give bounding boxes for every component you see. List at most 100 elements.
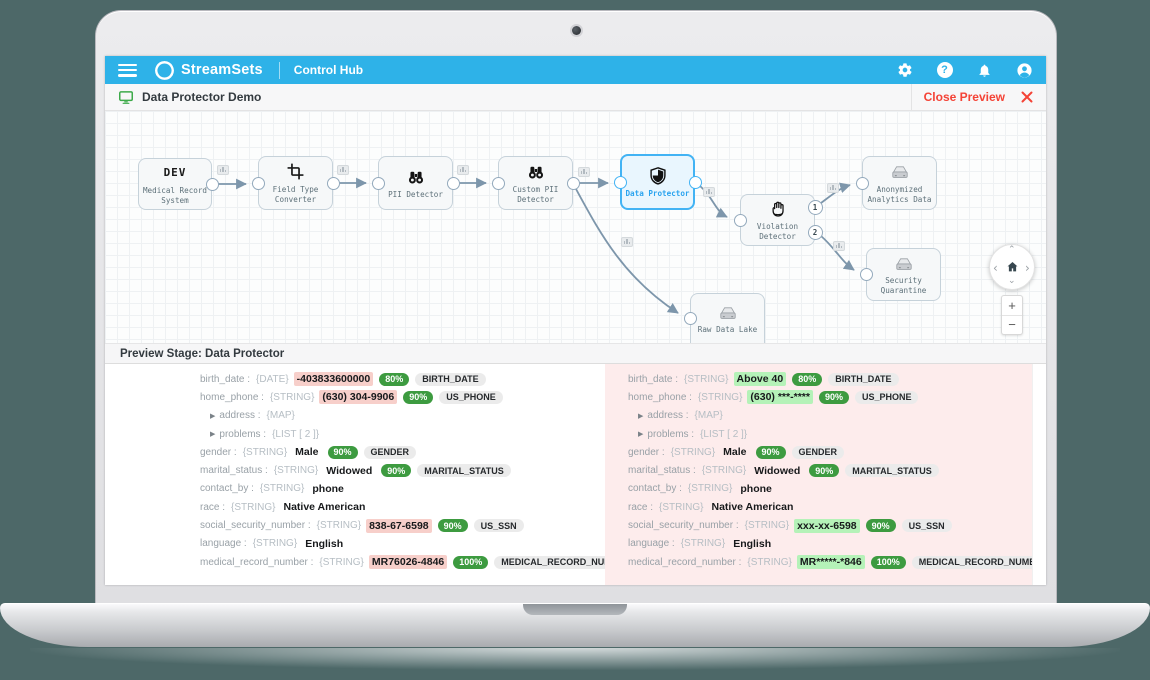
input-port[interactable] <box>613 175 627 189</box>
input-port[interactable] <box>859 267 873 281</box>
classification-badge: MEDICAL_RECORD_NUMBER <box>911 555 1032 569</box>
top-navigation-bar: StreamSets Control Hub ? <box>105 56 1046 84</box>
field-type: {MAP} <box>694 410 723 422</box>
confidence-badge: 90% <box>437 519 468 533</box>
node-custom-pii-detector[interactable]: Custom PII Detector <box>498 156 573 210</box>
field-type: {STRING} <box>744 520 790 532</box>
confidence-badge: 100% <box>870 555 906 569</box>
home-icon[interactable] <box>1005 260 1020 274</box>
field-type: {STRING} <box>242 446 288 458</box>
record-field-row: ▶address :{MAP} <box>105 407 605 425</box>
node-security-quarantine[interactable]: Security Quarantine <box>866 248 941 301</box>
expand-arrow-icon[interactable]: ▶ <box>210 431 216 439</box>
gear-icon[interactable] <box>896 62 913 79</box>
expand-arrow-icon[interactable]: ▶ <box>210 412 216 420</box>
confidence-badge: 90% <box>809 464 840 478</box>
output-port[interactable] <box>205 177 219 191</box>
pan-right-chevron-icon[interactable]: › <box>1025 261 1030 275</box>
record-field-row: ▶address : {MAP} <box>605 407 1032 425</box>
output-port[interactable] <box>326 176 340 190</box>
pipeline-canvas[interactable]: DEV Medical Record System Field Type Con… <box>105 111 1046 343</box>
classification-badge: US_SSN <box>473 519 524 533</box>
pan-down-chevron-icon[interactable]: ⌄ <box>1008 276 1016 286</box>
confidence-badge: 80% <box>792 372 823 386</box>
laptop-base-notch <box>523 604 627 615</box>
node-violation-detector[interactable]: Violation Detector <box>740 194 815 246</box>
input-port[interactable] <box>371 176 385 190</box>
expand-arrow-icon[interactable]: ▶ <box>638 412 644 420</box>
preview-scrollbar[interactable] <box>1032 364 1046 585</box>
pan-left-chevron-icon[interactable]: ‹ <box>993 261 998 275</box>
confidence-badge: 90% <box>818 390 849 404</box>
node-pii-detector[interactable]: PII Detector <box>378 156 453 210</box>
edge-metrics-badge[interactable] <box>833 241 845 251</box>
field-type: {STRING} <box>684 373 729 385</box>
monitor-icon <box>119 90 133 104</box>
input-port[interactable] <box>855 176 869 190</box>
port-number: 2 <box>812 227 818 237</box>
field-type: {STRING} <box>319 556 364 568</box>
confidence-badge: 90% <box>403 390 434 404</box>
edge-metrics-badge[interactable] <box>827 183 839 193</box>
input-port[interactable] <box>251 176 265 190</box>
zoom-out-button[interactable]: − <box>1008 317 1016 333</box>
edge-metrics-badge[interactable] <box>217 165 229 175</box>
output-port[interactable] <box>688 175 702 189</box>
field-type: {STRING} <box>269 391 315 403</box>
edge-metrics-badge[interactable] <box>457 165 469 175</box>
canvas-navigator[interactable] <box>989 244 1035 290</box>
field-type: {STRING} <box>747 556 792 568</box>
input-port[interactable] <box>683 311 697 325</box>
field-type: {LIST [ 2 ]} <box>272 428 320 440</box>
record-field-row: race :{STRING}Native American <box>605 498 1032 516</box>
edge-metrics-badge[interactable] <box>578 167 590 177</box>
classification-badge: GENDER <box>363 445 417 459</box>
field-type: {STRING} <box>273 465 319 477</box>
close-preview-button[interactable]: Close Preview <box>923 90 1005 104</box>
field-name: contact_by : <box>628 483 682 495</box>
input-port[interactable] <box>733 213 747 227</box>
pipeline-edges-svg <box>218 177 855 314</box>
confidence-badge: 90% <box>755 445 786 459</box>
field-value: Male <box>723 446 747 459</box>
classification-badge: BIRTH_DATE <box>828 372 899 386</box>
output-port-1[interactable]: 1 <box>807 199 823 215</box>
subheader-divider <box>910 83 912 111</box>
field-name: social_security_number : <box>200 520 311 532</box>
field-type: {STRING} <box>316 520 362 532</box>
help-icon[interactable]: ? <box>936 62 953 79</box>
edge-metrics-badge[interactable] <box>621 237 633 247</box>
webcam-dot <box>572 26 581 35</box>
menu-icon[interactable] <box>118 63 137 77</box>
expand-arrow-icon[interactable]: ▶ <box>638 431 644 439</box>
shield-icon <box>649 166 667 186</box>
output-port-2[interactable]: 2 <box>807 224 823 240</box>
output-port[interactable] <box>446 176 460 190</box>
pan-up-chevron-icon[interactable]: ⌃ <box>1008 245 1016 255</box>
classification-badge: US_SSN <box>901 519 952 533</box>
field-name: address : <box>647 410 689 422</box>
laptop-base <box>0 603 1150 647</box>
node-raw-data-lake[interactable]: Raw Data Lake <box>690 293 765 343</box>
user-avatar-icon[interactable] <box>1016 62 1033 79</box>
edge-metrics-badge[interactable] <box>337 165 349 175</box>
close-icon[interactable] <box>1021 91 1033 103</box>
classification-badge: BIRTH_DATE <box>415 372 486 386</box>
node-medical-record-system[interactable]: DEV Medical Record System <box>138 158 212 210</box>
output-port[interactable] <box>566 176 580 190</box>
node-anonymized-analytics-data[interactable]: Anonymized Analytics Data <box>862 156 937 210</box>
bell-icon[interactable] <box>976 62 993 79</box>
zoom-in-button[interactable]: + <box>1002 296 1022 316</box>
edge-metrics-badge[interactable] <box>703 187 715 197</box>
field-type: {STRING} <box>701 465 747 477</box>
input-port[interactable] <box>491 176 505 190</box>
field-type: {DATE} <box>256 373 289 385</box>
node-field-type-converter[interactable]: Field Type Converter <box>258 156 333 210</box>
node-data-protector[interactable]: Data Protector <box>620 154 695 210</box>
